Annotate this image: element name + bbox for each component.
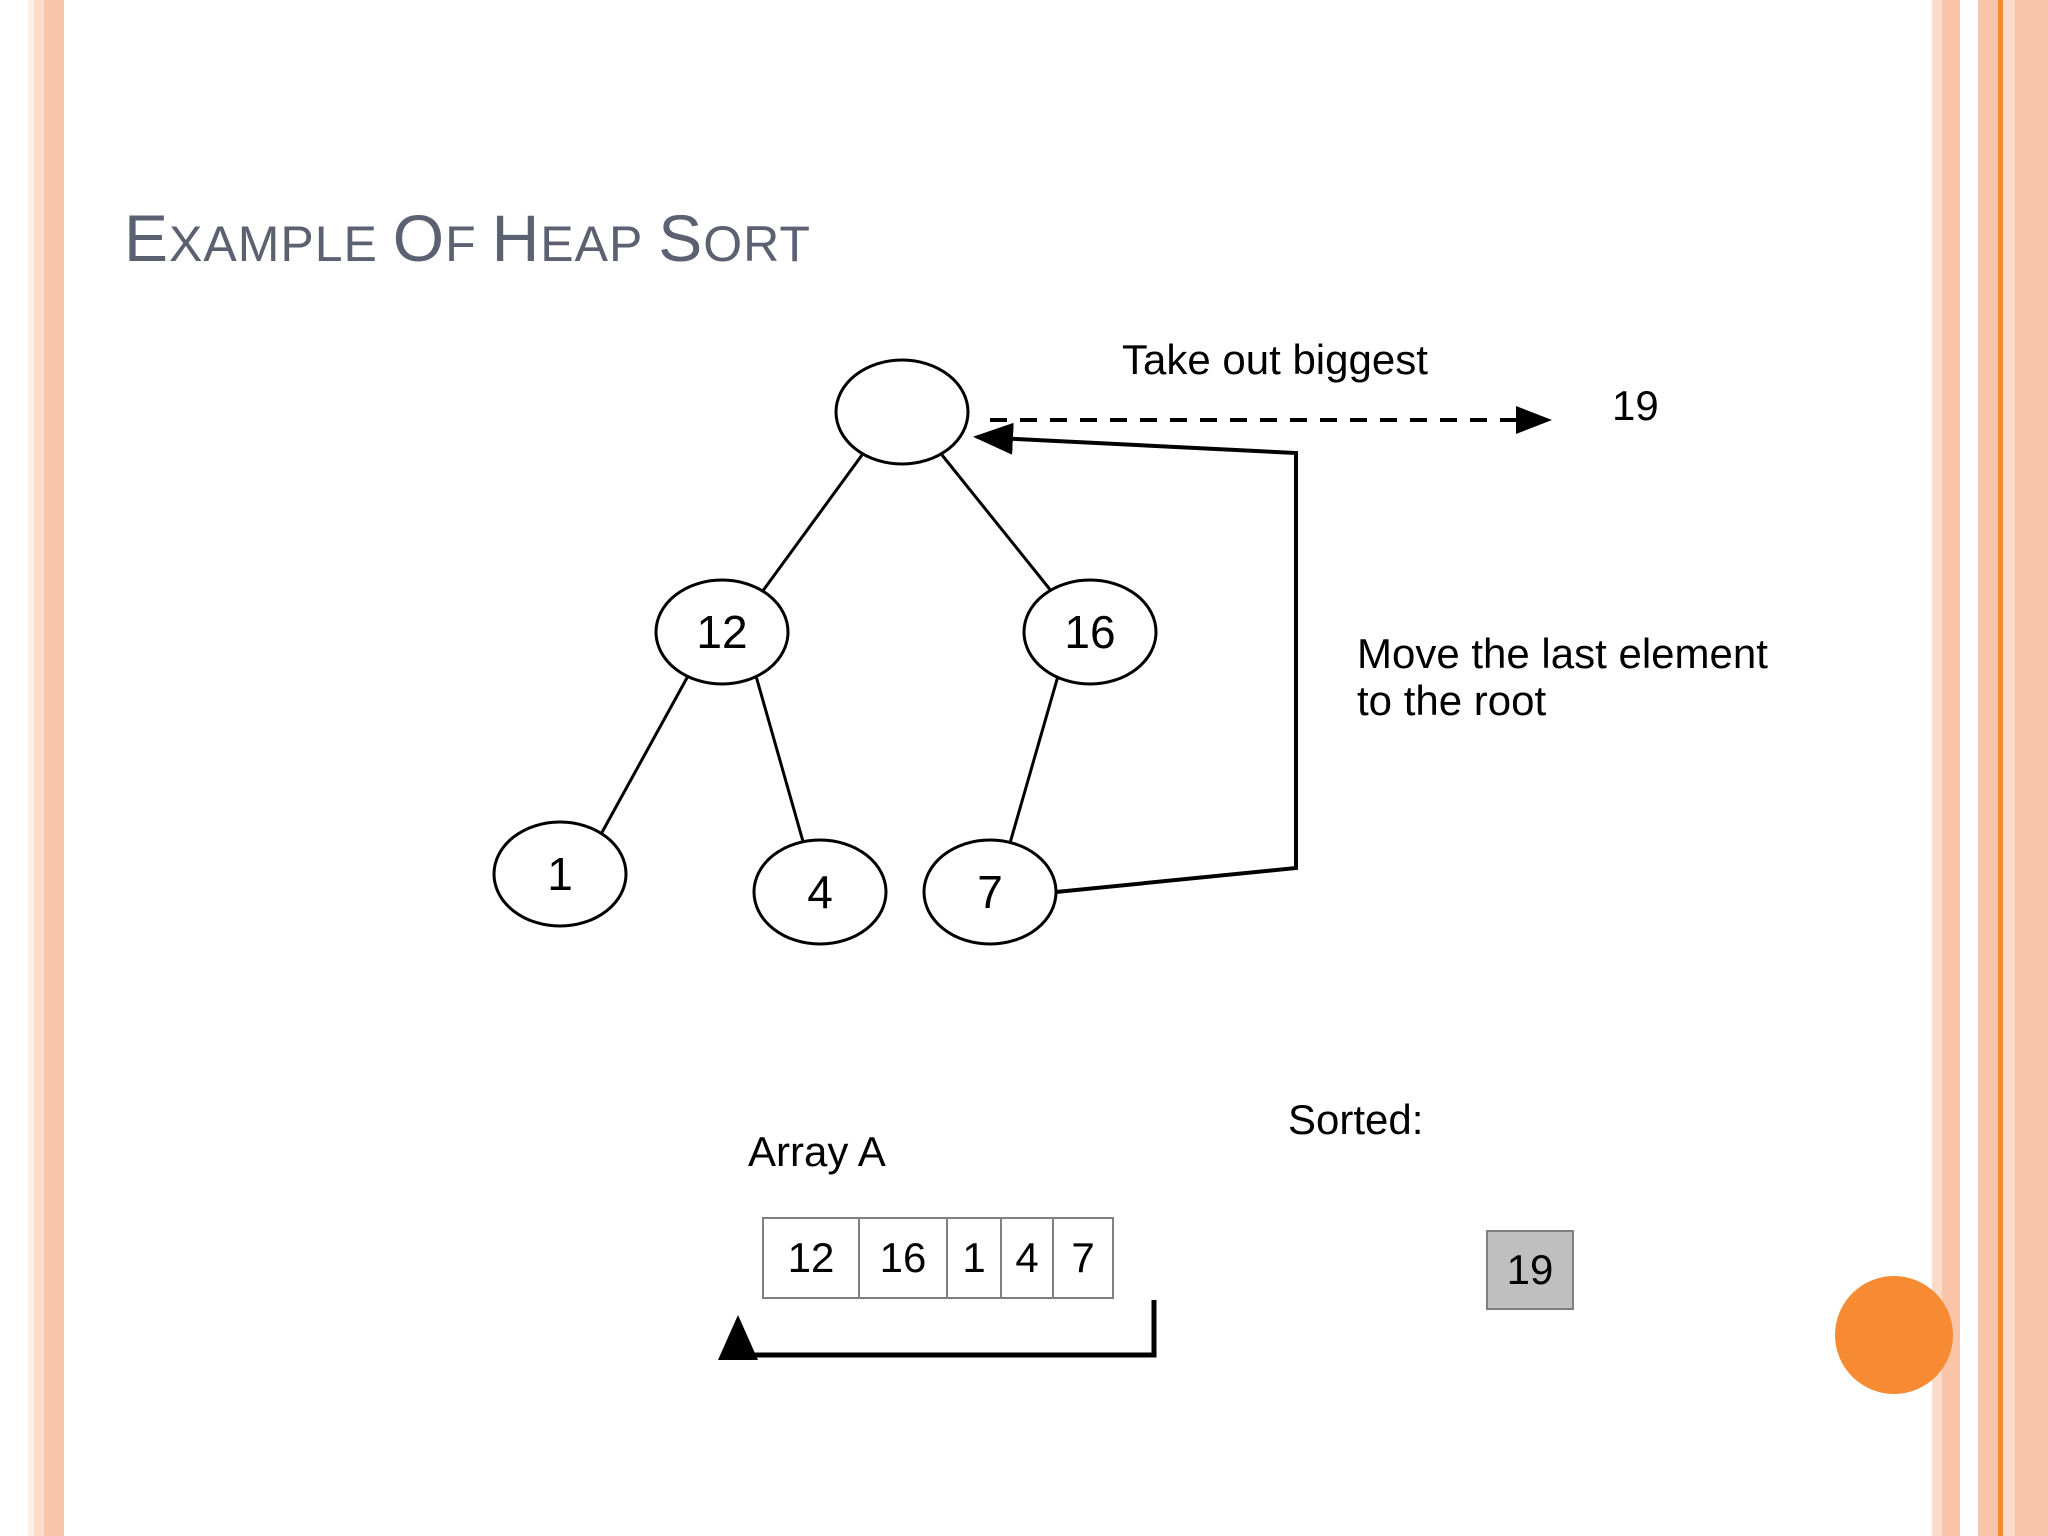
tree-node-7[interactable]: 7 <box>922 838 1058 946</box>
left-stripe-wide <box>50 0 64 1536</box>
extracted-value-label: 19 <box>1612 382 1659 429</box>
tree-node-1[interactable]: 1 <box>492 820 628 928</box>
title-rest-1: XAMPLE <box>169 216 378 272</box>
edge-root-12 <box>760 454 864 593</box>
array-cell-0[interactable]: 12 <box>762 1217 860 1299</box>
sorted-cell-0[interactable]: 19 <box>1486 1230 1574 1310</box>
right-stripe-gap <box>1960 0 1978 1536</box>
tree-node-root[interactable] <box>834 358 970 466</box>
array-a-cells: 12 16 1 4 7 <box>762 1217 1114 1299</box>
array-cell-2[interactable]: 1 <box>946 1217 1002 1299</box>
array-cell-4[interactable]: 7 <box>1052 1217 1114 1299</box>
edge-12-4 <box>754 675 808 853</box>
title-cap-1: E <box>124 201 170 275</box>
title-cap-4: S <box>658 201 704 275</box>
right-stripe-d <box>2003 0 2015 1536</box>
tree-node-12-label: 12 <box>696 606 747 658</box>
edge-16-7 <box>1006 675 1060 851</box>
sorted-cells: 19 <box>1486 1230 1574 1310</box>
tree-node-12[interactable]: 12 <box>654 578 790 686</box>
tree-node-16[interactable]: 16 <box>1022 578 1158 686</box>
array-wrap-arrow <box>718 1300 1157 1360</box>
sorted-label: Sorted: <box>1288 1096 1424 1143</box>
array-cell-1[interactable]: 16 <box>858 1217 948 1299</box>
array-cell-3[interactable]: 4 <box>1000 1217 1054 1299</box>
title-rest-4: ORT <box>703 216 811 272</box>
tree-edges <box>598 454 1060 853</box>
move-last-element-connector <box>973 422 1298 894</box>
left-stripe-pale <box>28 0 34 1536</box>
title-rest-3: EAP <box>540 216 644 272</box>
title-rest-2: F <box>445 216 477 272</box>
tree-nodes: 12 16 1 4 7 <box>492 358 1158 946</box>
tree-node-4-label: 4 <box>807 866 833 918</box>
title-cap-3: H <box>491 201 541 275</box>
right-stripe-b <box>1942 0 1960 1536</box>
tree-node-1-label: 1 <box>547 848 573 900</box>
array-a-label: Array A <box>748 1128 886 1175</box>
tree-node-16-label: 16 <box>1064 606 1115 658</box>
tree-node-4[interactable]: 4 <box>752 838 888 946</box>
title-cap-2: O <box>392 201 446 275</box>
right-stripe-a <box>1932 0 1942 1536</box>
left-stripe-light <box>34 0 44 1536</box>
left-stripe-peach <box>44 0 50 1536</box>
orange-circle-decoration <box>1835 1276 1953 1394</box>
right-stripe-e <box>2015 0 2048 1536</box>
right-stripe-c <box>1978 0 1998 1536</box>
move-last-element-label: Move the last element to the root <box>1357 630 1768 725</box>
right-stripe-orange-line <box>1998 0 2003 1536</box>
edge-root-16 <box>940 454 1054 593</box>
page-title: EXAMPLE OF HEAP SORT <box>124 205 811 271</box>
tree-node-7-label: 7 <box>977 866 1003 918</box>
edge-12-1 <box>598 675 690 837</box>
take-out-biggest-label: Take out biggest <box>1122 336 1428 383</box>
